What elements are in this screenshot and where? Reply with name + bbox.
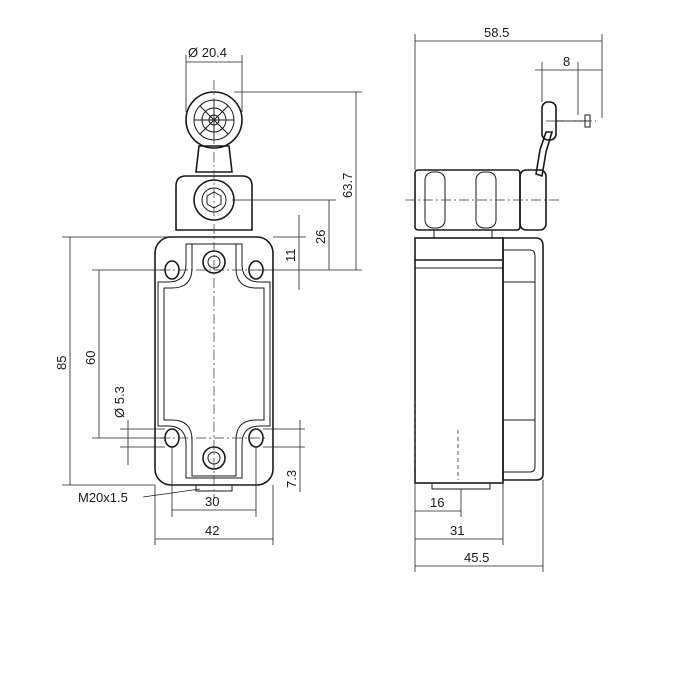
- side-view: [405, 101, 596, 490]
- label-thread: M20x1.5: [78, 490, 128, 505]
- side-cover: [502, 237, 544, 481]
- lever-arm: [195, 145, 233, 173]
- dim-body-height: 85: [54, 356, 69, 370]
- dim-roller-diameter: Ø 20.4: [188, 45, 227, 60]
- dim-bottom-offset: 7.3: [284, 470, 299, 488]
- front-dimensions: Ø 20.4 63.7 26 11 85 60 Ø 5.3 7.3: [54, 45, 362, 545]
- side-body: [414, 237, 504, 484]
- dim-body-depth: 31: [450, 523, 464, 538]
- side-lever: [535, 131, 554, 178]
- dim-cover-depth: 45.5: [464, 550, 489, 565]
- dim-body-width: 42: [205, 523, 219, 538]
- dim-overall-depth: 58.5: [484, 25, 509, 40]
- dim-roller-width: 8: [563, 54, 570, 69]
- dim-total-height: 63.7: [340, 173, 355, 198]
- dim-hole-spacing-horizontal: 30: [205, 494, 219, 509]
- dim-hole-diameter: Ø 5.3: [112, 386, 127, 418]
- front-view: [154, 80, 274, 498]
- cover-plate: [163, 243, 265, 477]
- side-dimensions: 58.5 8 16 31 45.5: [414, 25, 603, 572]
- actuator-head: [175, 175, 253, 231]
- dim-shaft-height: 26: [313, 230, 328, 244]
- dim-conduit-offset: 16: [430, 495, 444, 510]
- dim-hole-spacing-vertical: 60: [83, 351, 98, 365]
- dim-hole-offset-top: 11: [283, 249, 298, 263]
